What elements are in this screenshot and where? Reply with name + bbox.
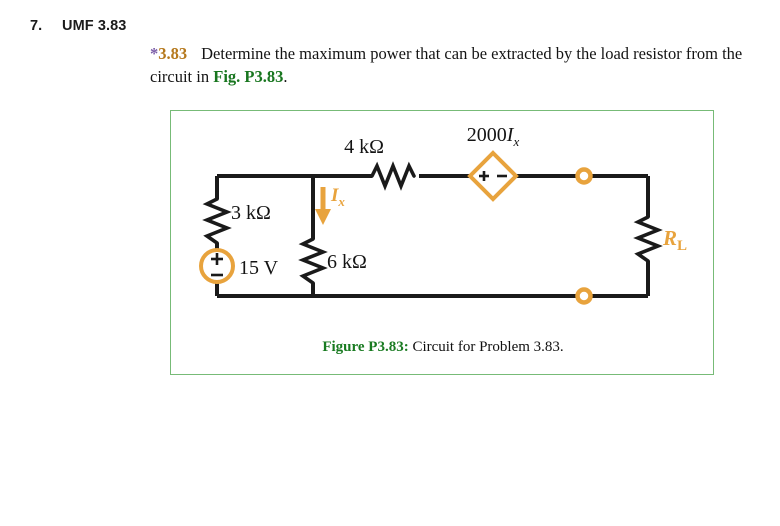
resistor-4k-label: 4 kΩ [344,136,384,158]
resistor-6k-label: 6 kΩ [327,251,367,273]
header-item-number: 7. [30,18,43,34]
figure-container: 3 kΩ 15 V Ix 6 kΩ 4 kΩ 2000Ix RL [170,110,714,375]
resistor-6k-symbol [298,237,328,285]
top-terminal-node [575,167,593,185]
dependent-source-label: 2000Ix [467,124,520,149]
dependent-source-diamond [467,150,519,202]
resistor-3k-label: 3 kΩ [231,202,271,224]
figure-caption: Figure P3.83: Circuit for Problem 3.83. [171,339,715,356]
resistor-3k-symbol [202,197,232,245]
resistor-rl-symbol [633,215,663,263]
resistor-4k-symbol [370,161,416,191]
problem-text-after-reference: . [283,67,288,87]
problem-number: 3.83 [158,44,188,63]
header-list-item: 7. UMF 3.83 [30,18,126,34]
figure-reference-link[interactable]: Fig. P3.83 [213,67,284,87]
voltage-source-circle [199,248,235,284]
header-item-title: UMF 3.83 [62,18,127,34]
bottom-terminal-node [575,287,593,305]
current-label-ix: Ix [330,185,345,209]
problem-star-marker: * [150,44,159,63]
current-arrow-head [315,209,331,225]
problem-text-before-reference: Determine the maximum power that can be … [150,44,743,87]
voltage-source-label: 15 V [239,257,279,279]
resistor-rl-label: RL [662,226,687,254]
figure-caption-text: Circuit for Problem 3.83. [408,339,564,355]
circuit-diagram: 3 kΩ 15 V Ix 6 kΩ 4 kΩ 2000Ix RL [199,124,687,305]
figure-caption-label: Figure P3.83: [322,339,409,355]
